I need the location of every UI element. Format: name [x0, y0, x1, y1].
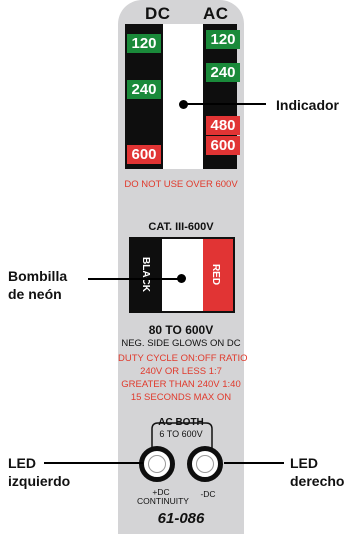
- indicator-pointer-dot: [179, 100, 188, 109]
- indicator-leader-line: [184, 103, 266, 105]
- callout-neon-line2: de neón: [8, 286, 62, 302]
- dc-600-level: 600: [127, 145, 161, 164]
- duty-cycle-line1: DUTY CYCLE ON:OFF RATIO: [118, 353, 248, 364]
- neon-black-side: [129, 237, 162, 313]
- dc-240-level: 240: [127, 80, 161, 99]
- right-led-label: -DC: [200, 489, 216, 499]
- callout-right-led-line1: LED: [290, 455, 318, 471]
- category-rating: CAT. III-600V: [148, 221, 214, 233]
- left-led-label-line2: CONTINUITY: [137, 496, 189, 506]
- left-led-leader-line: [44, 462, 143, 464]
- dc-header: DC: [145, 4, 171, 23]
- callout-right-led-line2: derecho: [290, 473, 345, 489]
- left-led-label-line1: +DC: [152, 487, 170, 497]
- range-text: 80 TO 600V: [148, 323, 214, 337]
- ac-120-level: 120: [206, 30, 240, 49]
- duty-cycle-line2: 240V OR LESS 1:7: [140, 366, 222, 377]
- ac-header: AC: [203, 4, 229, 23]
- ac-both-range: 6 TO 600V: [159, 429, 203, 439]
- ac-600-level: 600: [206, 136, 240, 155]
- neon-black-label: BLACK: [140, 257, 151, 292]
- callout-indicator: Indicador: [276, 97, 340, 113]
- dc-120-level: 120: [127, 34, 161, 53]
- duty-cycle-line3: GREATER THAN 240V 1:40: [121, 379, 241, 390]
- indicator-window: [163, 24, 203, 169]
- left-led: [139, 446, 175, 482]
- model-number: 61-086: [157, 510, 205, 527]
- duty-cycle-line4: 15 SECONDS MAX ON: [130, 392, 232, 403]
- callout-neon-line1: Bombilla: [8, 268, 68, 284]
- ac-480-level: 480: [206, 116, 240, 135]
- warning-text: DO NOT USE OVER 600V: [124, 179, 238, 190]
- neg-side-text: NEG. SIDE GLOWS ON DC: [121, 338, 241, 349]
- right-led-leader-line: [224, 462, 284, 464]
- ac-both-bracket: [151, 422, 213, 453]
- callout-left-led-line2: izquierdo: [8, 473, 71, 489]
- ac-both-title: AC BOTH: [158, 417, 204, 428]
- callout-left-led-line1: LED: [8, 455, 36, 471]
- neon-leader-line: [88, 278, 182, 280]
- neon-red-label: RED: [210, 263, 222, 286]
- ac-240-level: 240: [206, 63, 240, 82]
- right-led: [187, 446, 223, 482]
- neon-red-side: [203, 239, 233, 311]
